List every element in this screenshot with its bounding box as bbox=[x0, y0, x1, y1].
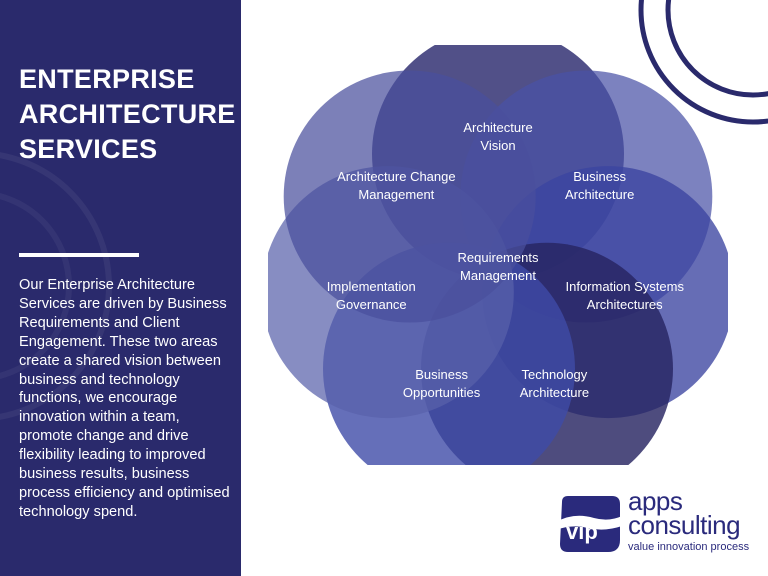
vip-logo-mark bbox=[556, 496, 622, 552]
venn-label: Business Architecture bbox=[564, 168, 635, 202]
venn-circle bbox=[283, 70, 536, 323]
page-title: ENTERPRISE ARCHITECTURE SERVICES bbox=[19, 64, 236, 164]
venn-label: Implementation Governance bbox=[326, 278, 416, 312]
left-panel: ENTERPRISE ARCHITECTURE SERVICES Our Ent… bbox=[0, 0, 241, 576]
logo-word-apps: apps bbox=[628, 486, 683, 516]
venn-label: Architecture Vision bbox=[463, 120, 533, 153]
venn-center-label: Requirements Management bbox=[457, 250, 539, 283]
logo-word-consulting: consulting bbox=[628, 510, 741, 540]
venn-label: Technology Architecture bbox=[519, 367, 590, 401]
venn-label: Business Opportunities bbox=[402, 367, 481, 401]
venn-label: Architecture Change Management bbox=[337, 168, 456, 202]
title-divider bbox=[19, 253, 139, 257]
company-logo: vip apps consulting value innovation pro… bbox=[554, 486, 764, 560]
description-text: Our Enterprise Architecture Services are… bbox=[19, 277, 230, 520]
logo-tagline: value innovation process bbox=[628, 541, 750, 553]
vip-mark-text: vip bbox=[566, 519, 598, 544]
decorative-rings bbox=[638, 0, 768, 125]
venn-circles bbox=[268, 45, 728, 465]
venn-label: Information Systems Architectures bbox=[565, 278, 684, 312]
